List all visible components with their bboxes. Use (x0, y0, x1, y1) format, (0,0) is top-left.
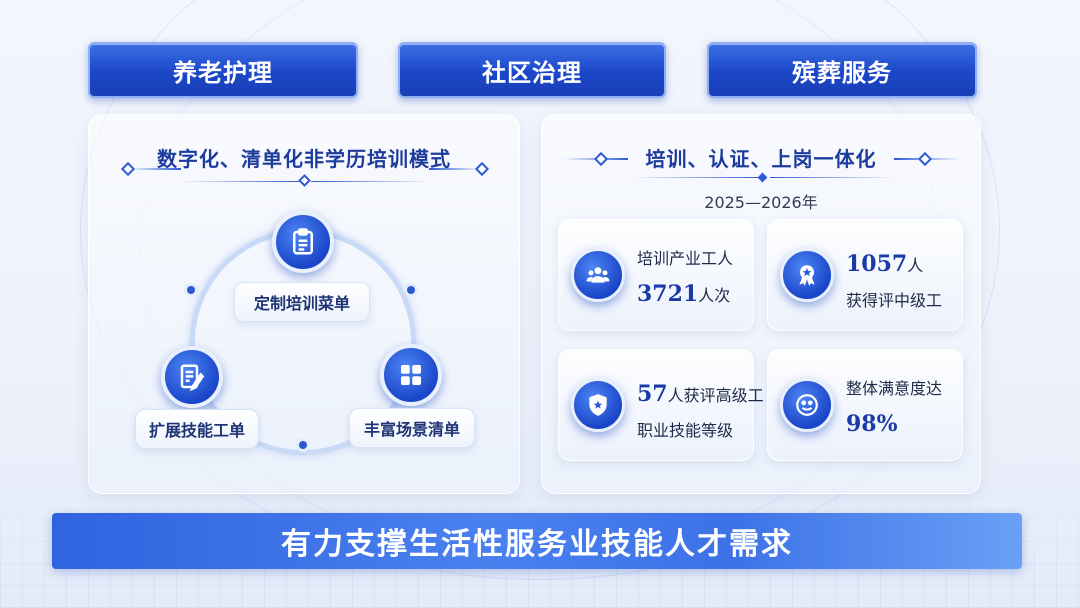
stat-label: 整体满意度达 (846, 379, 943, 398)
stat-number: 98% (846, 411, 898, 438)
stat-label: 获得评中级工 (846, 290, 943, 310)
ring-dot (187, 286, 195, 294)
year-range: 2025—2026年 (704, 193, 818, 212)
ring-dot (299, 441, 307, 449)
smile-icon (780, 378, 834, 432)
category-button-funeral-services[interactable]: 殡葬服务 (707, 42, 977, 98)
title-decor-line-left (129, 168, 181, 170)
stat-card-senior-workers: 57人获评高级工 职业技能等级 (558, 349, 764, 461)
category-button-elderly-care[interactable]: 养老护理 (88, 42, 358, 98)
stat-label: 职业技能等级 (637, 420, 734, 440)
title-underline-right (311, 181, 431, 182)
edit-document-icon (161, 346, 223, 408)
stat-label: 培训产业工人 (637, 249, 734, 268)
category-button-community-governance[interactable]: 社区治理 (398, 42, 666, 98)
training-model-panel: 数字化、清单化非学历培训模式 定制培训菜单 扩展技能工单 (88, 114, 520, 494)
clipboard-icon (272, 211, 334, 273)
title-underline-left (632, 177, 758, 178)
node-extend-skill-orders: 扩展技能工单 (135, 409, 259, 449)
stat-number: 57 (637, 381, 668, 407)
title-decor-diamond-center (298, 174, 311, 187)
summary-banner: 有力支撑生活性服务业技能人才需求 (52, 513, 1022, 569)
shield-star-icon (571, 378, 625, 432)
stat-unit: 人 (907, 256, 924, 275)
stat-card-satisfaction: 整体满意度达 98% (767, 349, 963, 461)
ring-dot (407, 286, 415, 294)
stat-unit: 人次 (698, 286, 731, 306)
title-decor-dot-center (757, 172, 768, 183)
stat-unit: 人获评高级工 (667, 386, 764, 405)
title-underline-left (179, 181, 299, 182)
award-icon (780, 248, 834, 302)
title-decor-line-right (429, 168, 481, 170)
training-model-title: 数字化、清单化非学历培训模式 (157, 147, 451, 171)
title-underline-right (770, 177, 896, 178)
stat-card-intermediate-workers: 1057人 获得评中级工 (767, 219, 963, 331)
node-custom-training-menu: 定制培训菜单 (234, 282, 370, 322)
stat-number: 3721 (637, 281, 699, 308)
node-rich-scenario-list: 丰富场景清单 (349, 408, 475, 448)
people-icon (571, 248, 625, 302)
integration-stats-panel: 培训、认证、上岗一体化 2025—2026年 培训产业工人 3721人次 (541, 114, 981, 494)
stat-number: 1057 (846, 251, 908, 277)
grid-icon (380, 344, 442, 406)
integration-title: 培训、认证、上岗一体化 (645, 147, 877, 171)
stat-card-trained-workers: 培训产业工人 3721人次 (558, 219, 754, 331)
